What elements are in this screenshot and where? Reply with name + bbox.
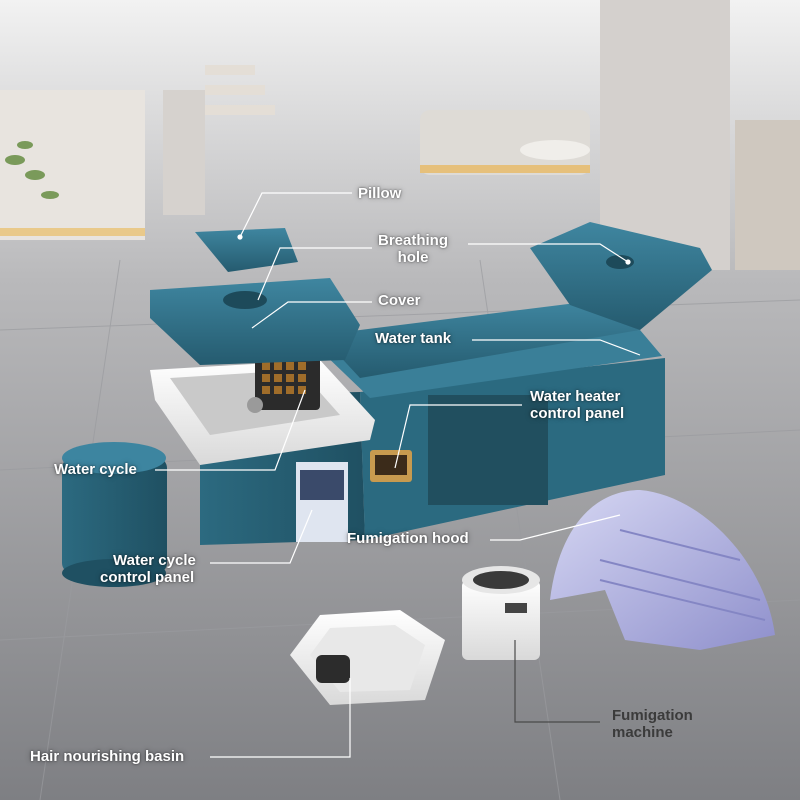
label-fumigation-machine-line2: machine — [612, 724, 673, 741]
label-water-heater-control-panel: Water heater control panel — [530, 388, 624, 422]
hair-nourishing-basin — [290, 610, 445, 705]
label-water-heater-line2: control panel — [530, 405, 625, 422]
cover — [150, 278, 360, 365]
label-water-cycle: Water cycle — [54, 461, 137, 478]
callout-lines — [155, 192, 641, 758]
label-water-cycle-panel-line1: Water cycle — [113, 552, 196, 569]
label-water-cycle-panel-line2: control panel — [100, 569, 195, 586]
wall-left — [0, 90, 145, 240]
label-pillow: Pillow — [358, 185, 402, 202]
right-sofa — [735, 120, 800, 270]
counter-light — [420, 165, 590, 173]
fumigation-hood — [550, 490, 775, 650]
pillow — [195, 228, 298, 272]
label-fumigation-machine: Fumigation machine — [612, 707, 693, 741]
label-water-tank: Water tank — [375, 330, 452, 347]
stool — [62, 442, 167, 587]
wall-light-strip — [0, 228, 145, 236]
label-breathing-hole: Breathing hole — [378, 232, 448, 266]
callout-lines-dark — [514, 640, 600, 723]
label-cover: Cover — [378, 292, 421, 309]
label-fumigation-machine-line1: Fumigation — [612, 707, 693, 724]
label-water-cycle-control-panel: Water cycle control panel — [100, 552, 196, 586]
label-fumigation-hood: Fumigation hood — [347, 530, 469, 547]
side-table — [520, 140, 590, 160]
pillar — [163, 90, 205, 215]
label-breathing-hole-line2: hole — [397, 249, 429, 266]
label-hair-nourishing-basin: Hair nourishing basin — [30, 748, 185, 765]
label-breathing-hole-line1: Breathing — [378, 232, 449, 249]
fumigation-machine — [462, 566, 540, 660]
label-water-heater-line1: Water heater — [530, 388, 621, 405]
right-pillar — [600, 0, 730, 270]
shampoo-bed — [150, 222, 712, 545]
plant — [5, 141, 59, 199]
stairs — [205, 65, 275, 115]
